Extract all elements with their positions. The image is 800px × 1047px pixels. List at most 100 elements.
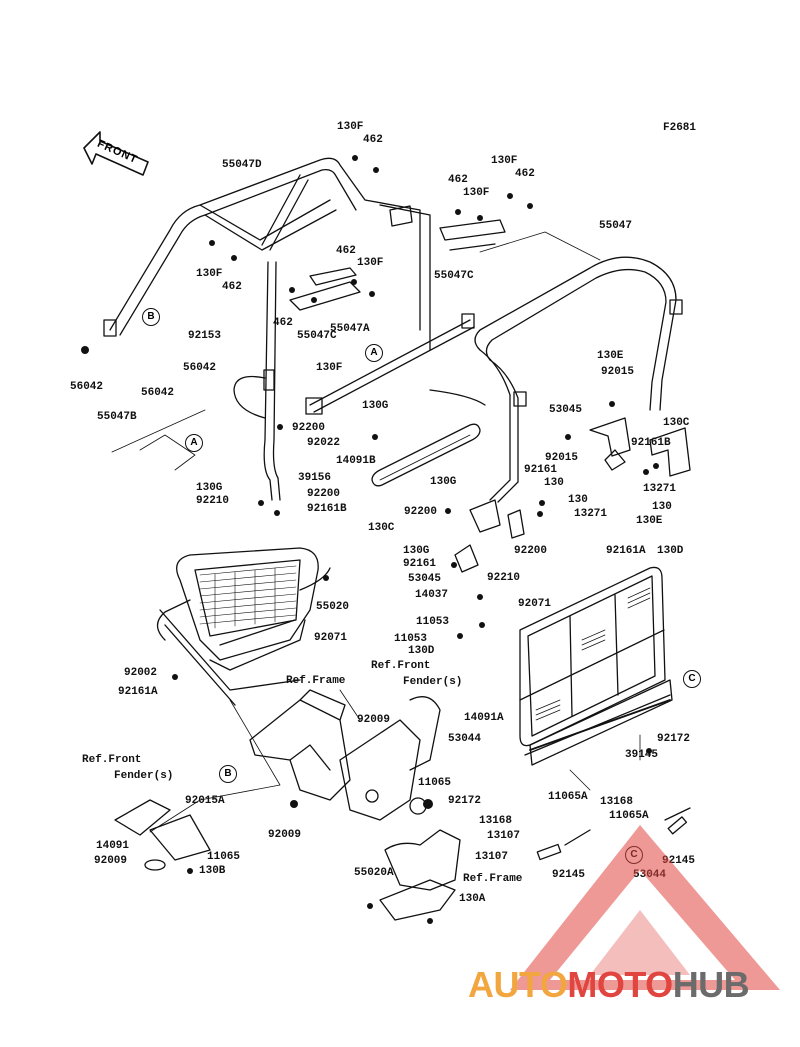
part-label: 55047B [97, 411, 137, 423]
part-label: 92161A [606, 545, 646, 557]
part-label: 92071 [314, 632, 348, 644]
front-guard-55020 [176, 547, 319, 661]
part-label: 130F [196, 268, 223, 280]
rops-frame-rear [109, 157, 421, 331]
part-label: 130G [430, 476, 457, 488]
part-label: 92153 [188, 330, 222, 342]
ref-front-label: Ref.Front [371, 660, 431, 672]
part-label: 92210 [487, 572, 521, 584]
callout-b: B [142, 308, 160, 326]
callout-a: A [365, 344, 383, 362]
part-label: 14037 [415, 589, 449, 601]
part-label: 462 [222, 281, 242, 293]
tube-14091b [371, 423, 481, 487]
part-label: 14091A [464, 712, 504, 724]
part-label: 130 [544, 477, 564, 489]
part-label: 130F [463, 187, 490, 199]
part-label: 13271 [643, 483, 677, 495]
part-label: 55047D [222, 159, 262, 171]
part-label: 130D [408, 645, 435, 657]
part-label: 92145 [552, 869, 586, 881]
part-label: 55047A [330, 323, 370, 335]
figure-code: F2681 [663, 122, 697, 134]
rops-frame-front [474, 256, 677, 411]
part-label: 130C [663, 417, 690, 429]
part-label: 11065A [548, 791, 588, 803]
part-label: 11065A [609, 810, 649, 822]
part-label: 92161B [307, 503, 347, 515]
part-label: 11065 [207, 851, 241, 863]
part-label: 92200 [514, 545, 548, 557]
part-label: 462 [273, 317, 293, 329]
part-label: 130E [597, 350, 624, 362]
callout-c: C [683, 670, 701, 688]
part-label: 13168 [600, 796, 634, 808]
front-arrow-icon [83, 131, 149, 176]
ref-front-label: Ref.Front [82, 754, 142, 766]
part-label: 13168 [479, 815, 513, 827]
rops-bar-b [309, 319, 471, 406]
part-label: 462 [515, 168, 535, 180]
part-label: 13271 [574, 508, 608, 520]
rear-mount-55020a [384, 829, 461, 891]
part-label: 130G [362, 400, 389, 412]
part-label: 14091B [336, 455, 376, 467]
callout-a: A [185, 434, 203, 452]
fender-14091a [339, 719, 421, 821]
part-label: 56042 [141, 387, 175, 399]
part-label: 92200 [404, 506, 438, 518]
part-label: 130 [652, 501, 672, 513]
part-label: 92015 [601, 366, 635, 378]
tailgate-14037 [519, 566, 666, 747]
watermark-triangle-icon [510, 825, 780, 990]
part-label: 92161 [403, 558, 437, 570]
part-label: 130F [357, 257, 384, 269]
part-label: 462 [336, 245, 356, 257]
fender-bracket-left [114, 799, 171, 836]
part-label: 92009 [94, 855, 128, 867]
ref-fender-label: Fender(s) [403, 676, 463, 688]
part-label: 11053 [394, 633, 428, 645]
ref-frame-label: Ref.Frame [463, 873, 523, 885]
part-label: 462 [448, 174, 468, 186]
bracket-53045-right [649, 427, 691, 477]
bolt-icon [352, 155, 358, 161]
part-label: 14091 [96, 840, 130, 852]
part-label: 56042 [70, 381, 104, 393]
part-label: 53045 [408, 573, 442, 585]
part-label: 92071 [518, 598, 552, 610]
part-label: 130F [491, 155, 518, 167]
part-label: 92022 [307, 437, 341, 449]
part-label: 130C [368, 522, 395, 534]
part-label: 92200 [292, 422, 326, 434]
part-label: 55047 [599, 220, 633, 232]
rops-frame-side-a [263, 261, 273, 501]
part-label: 462 [363, 134, 383, 146]
part-label: 55020 [316, 601, 350, 613]
part-label: 130B [199, 865, 226, 877]
part-label: 56042 [183, 362, 217, 374]
part-label: 130F [316, 362, 343, 374]
tube-39156 [379, 434, 471, 481]
part-label: 92015A [185, 795, 225, 807]
part-label: 55020A [354, 867, 394, 879]
part-label: 92009 [357, 714, 391, 726]
watermark-logo: AUTOMOTOHUB [468, 964, 750, 1005]
part-label: 92161B [631, 437, 671, 449]
part-label: 130D [657, 545, 684, 557]
part-label: 55047C [297, 330, 337, 342]
part-label: 13107 [487, 830, 521, 842]
part-label: 130E [636, 515, 663, 527]
part-label: 92015 [545, 452, 579, 464]
part-label: 130A [459, 893, 486, 905]
part-label: 92161A [118, 686, 158, 698]
part-label: 53044 [448, 733, 482, 745]
ref-fender-label: Fender(s) [114, 770, 174, 782]
part-label: 39145 [625, 749, 659, 761]
part-label: 130G [403, 545, 430, 557]
part-label: 92210 [196, 495, 230, 507]
frame-mount [249, 699, 351, 801]
part-label: 92200 [307, 488, 341, 500]
part-label: 130G [196, 482, 223, 494]
